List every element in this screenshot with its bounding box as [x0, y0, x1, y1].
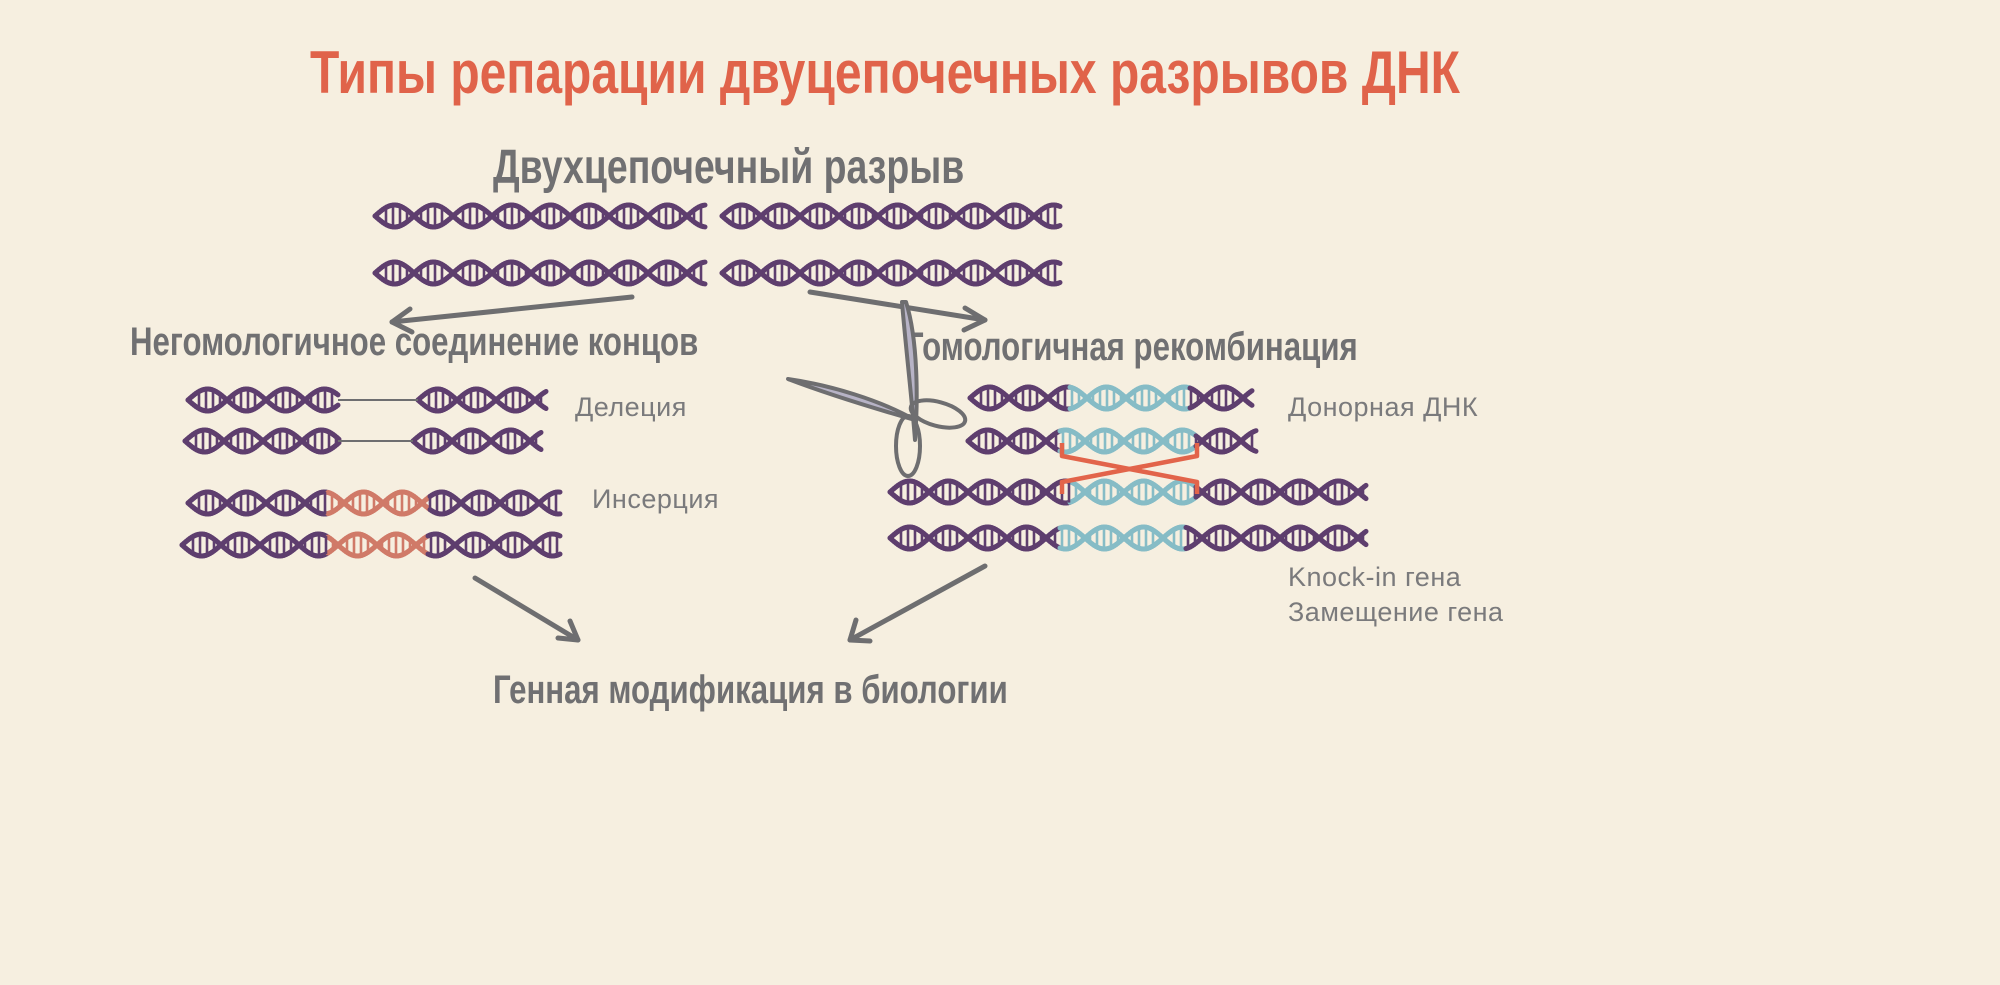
- donor-helix: [967, 384, 1255, 412]
- page-title: Типы репарации двуцепочечных разрывов ДН…: [310, 39, 1460, 106]
- dna-helix: [719, 259, 1063, 287]
- crossover-icon: [1059, 443, 1200, 494]
- deletion-gap-lines: [338, 399, 418, 442]
- hr-heading: Гомологичная рекомбинация: [906, 325, 1358, 369]
- recombined-helix: [887, 478, 1369, 506]
- knockin-label: Knock-in гена: [1288, 562, 1462, 592]
- deletion-label: Делеция: [575, 392, 687, 422]
- crossover-line: [1059, 443, 1200, 494]
- dsb-heading: Двухцепочечный разрыв: [493, 141, 965, 194]
- nhej-heading: Негомологичное соединение концов: [130, 320, 699, 364]
- arrow-to-nhej-icon: [389, 294, 635, 335]
- dna-helix: [719, 202, 1063, 230]
- gene-replacement-label: Замещение гена: [1288, 597, 1504, 627]
- insertion-helix: [185, 489, 563, 517]
- recombined-helix: [887, 524, 1369, 552]
- arrow-nhej-to-outcome-icon: [472, 575, 581, 643]
- deletion-helix: [415, 386, 549, 414]
- dna-helix: [372, 259, 708, 287]
- arrows: [389, 289, 988, 644]
- deletion-helix: [410, 427, 544, 455]
- insertion-helix: [179, 531, 563, 559]
- dna-helix: [372, 202, 708, 230]
- donor-helix: [965, 427, 1259, 455]
- outcome-heading: Генная модификация в биологии: [493, 668, 1008, 712]
- insertion-label: Инсерция: [592, 484, 720, 514]
- deletion-helix: [182, 427, 342, 455]
- arrow-hr-to-outcome-icon: [847, 563, 988, 644]
- arrow-to-hr-icon: [807, 289, 988, 333]
- deletion-helix: [185, 386, 341, 414]
- scissors-icon: [786, 300, 968, 478]
- donor-dna-label: Донорная ДНК: [1288, 392, 1479, 422]
